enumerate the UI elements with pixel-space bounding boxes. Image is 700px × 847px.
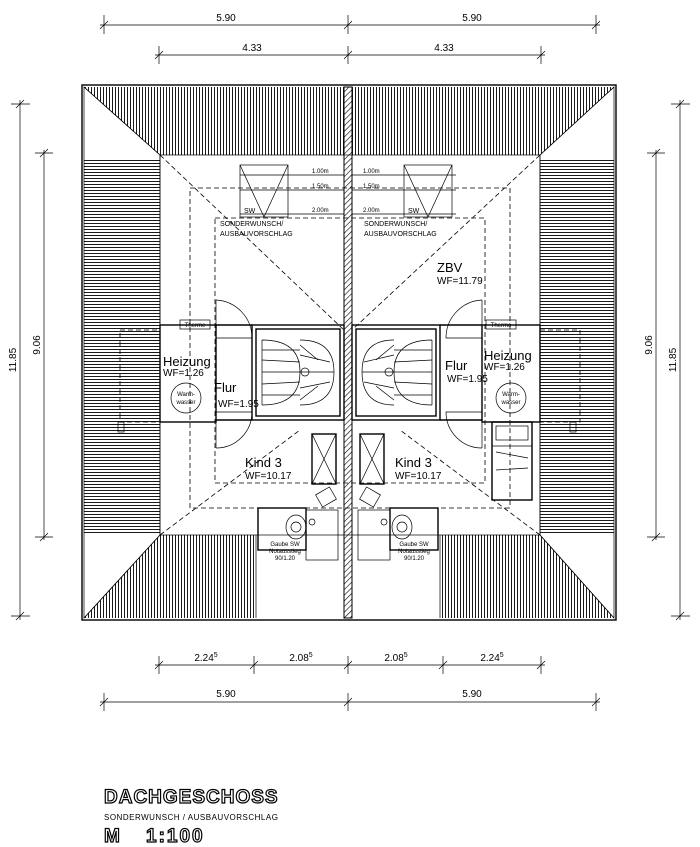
heating-fixtures: Therme Therme Warm- wasser Warm- wasser — [170, 319, 527, 414]
room-kind-left-wf: WF=10.17 — [245, 471, 292, 482]
room-flur-left-wf: WF=1.95 — [218, 399, 259, 410]
dim-bottom-outer-right: 5.90 — [462, 689, 482, 700]
scale-value: 1:100 — [146, 826, 205, 847]
dimension-labels: 5.90 5.90 4.33 4.33 11.85 9.06 9.06 11.8… — [8, 13, 679, 700]
sonderwunsch-left-line1: SONDERWUNSCH/ — [220, 221, 283, 228]
gaube-right-line2: Notausstieg — [398, 549, 430, 555]
title-block: DACHGESCHOSS SONDERWUNSCH / AUSBAUVORSCH… — [103, 786, 279, 847]
dim-bottom-inner-3: 2.085 — [384, 652, 407, 664]
height-mark-left-2: 1.50m — [312, 184, 329, 190]
room-heizung-left-name: Heizung — [163, 354, 211, 369]
staircase-right — [361, 339, 433, 406]
gaube-left-line3: 90/1.20 — [275, 556, 296, 562]
room-flur-right-wf: WF=1.95 — [447, 374, 488, 385]
height-marks: 1.00m 1.50m 2.00m 1.00m 1.50m 2.00m SW S… — [239, 164, 456, 218]
dim-bottom-inner-4: 2.245 — [480, 652, 503, 664]
therme-label-left: Therme — [185, 323, 206, 329]
plan-title: DACHGESCHOSS — [104, 787, 279, 808]
sonderwunsch-right-line2: AUSBAUVORSCHLAG — [364, 231, 437, 238]
sonderwunsch-right-line1: SONDERWUNSCH/ — [364, 221, 427, 228]
warmwasser-left-line2: wasser — [175, 400, 195, 406]
warmwasser-right-line1: Warm- — [502, 392, 520, 398]
dim-right-outer: 11.85 — [668, 347, 679, 372]
warmwasser-left-line1: Warm- — [177, 392, 195, 398]
dim-bottom-inner-2: 2.085 — [289, 652, 312, 664]
dim-bottom-outer-left: 5.90 — [216, 689, 236, 700]
room-heizung-right-name: Heizung — [484, 348, 532, 363]
height-mark-right-3: 2.00m — [363, 208, 380, 214]
sw-label-right: SW — [408, 208, 420, 215]
kind-furniture-right — [357, 433, 439, 561]
room-labels: SONDERWUNSCH/ AUSBAUVORSCHLAG SONDERWUNS… — [163, 221, 532, 562]
height-mark-right-2: 1.50m — [363, 184, 380, 190]
sonderwunsch-left-line2: AUSBAUVORSCHLAG — [220, 231, 293, 238]
room-zbv-wf: WF=11.79 — [437, 276, 483, 287]
room-flur-left-name: Flur — [214, 380, 237, 395]
warmwasser-right-line2: wasser — [500, 400, 520, 406]
room-zbv-name: ZBV — [437, 260, 463, 275]
height-mark-left-1: 1.00m — [312, 169, 329, 175]
dim-right-inner: 9.06 — [644, 335, 655, 355]
room-flur-right-name: Flur — [445, 358, 468, 373]
room-kind-right-name: Kind 3 — [395, 455, 432, 470]
height-mark-right-1: 1.00m — [363, 169, 380, 175]
dim-top-outer-right: 5.90 — [462, 13, 482, 24]
dim-left-inner: 9.06 — [32, 335, 43, 355]
dim-bottom-inner-1: 2.245 — [194, 652, 217, 664]
gaube-right-line3: 90/1.20 — [404, 556, 425, 562]
dim-left-outer: 11.85 — [8, 347, 19, 372]
therme-label-right: Therme — [491, 323, 512, 329]
gaube-left-line2: Notausstieg — [269, 549, 301, 555]
staircase-left — [261, 339, 335, 406]
bed-right — [491, 421, 533, 501]
room-kind-right-wf: WF=10.17 — [395, 471, 442, 482]
dim-top-inner-right: 4.33 — [434, 43, 454, 54]
height-mark-left-3: 2.00m — [312, 208, 329, 214]
party-wall — [343, 86, 353, 619]
room-heizung-right-wf: WF=1.26 — [484, 362, 525, 373]
gaube-right-line1: Gaube SW — [399, 542, 429, 548]
roof-slope-lines — [159, 154, 541, 536]
scale-letter: M — [104, 826, 122, 847]
plan-subtitle: SONDERWUNSCH / AUSBAUVORSCHLAG — [104, 813, 278, 822]
gaube-left-line1: Gaube SW — [270, 542, 300, 548]
sw-label-left: SW — [244, 208, 256, 215]
dim-top-outer-left: 5.90 — [216, 13, 236, 24]
dim-top-inner-left: 4.33 — [242, 43, 262, 54]
room-heizung-left-wf: WF=1.26 — [163, 368, 204, 379]
kind-furniture-left — [257, 433, 339, 561]
room-kind-left-name: Kind 3 — [245, 455, 282, 470]
dimension-lines — [11, 15, 690, 711]
